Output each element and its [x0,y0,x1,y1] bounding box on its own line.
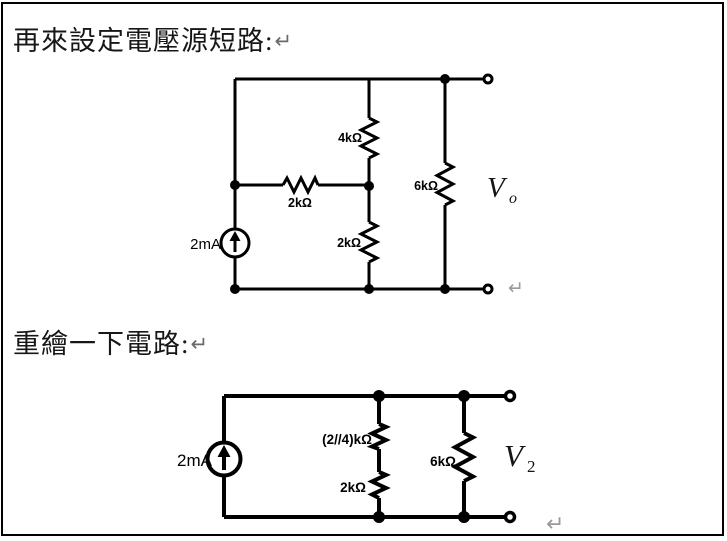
node-dot [364,181,374,191]
output-voltage-subscript: o [509,190,517,207]
output-voltage-subscript: 2 [527,457,536,476]
paragraph-mark-icon: ↵ [190,332,210,356]
resistor-2k-mid-icon [357,220,381,264]
node-dot [373,511,385,523]
resistor-2k-horizontal-icon [281,174,320,196]
heading-1-text: 再來設定電壓源短路: [13,26,274,56]
resistor-6k-label: 6kΩ [414,179,438,193]
node-dot [458,511,470,523]
resistor-6k-icon [433,161,457,207]
current-source-arrowhead-icon [229,231,241,241]
current-source-icon [205,440,243,478]
node-dot [230,284,240,294]
resistor-6k-label: 6kΩ [430,454,456,469]
resistor-parallel-icon [366,422,391,451]
resistor-4k-icon [357,116,381,160]
circuit-1-schematic: 2mA 4kΩ 2kΩ 2kΩ 6kΩ V o ↵ [190,73,524,299]
resistor-2k-icon [367,470,391,500]
paragraph-mark-icon: ↵ [274,29,294,53]
node-dot [440,74,450,84]
output-terminal-bottom [482,283,494,295]
output-voltage-label: V [487,172,508,204]
node-dot [364,284,374,294]
circuit-2-schematic: 2mA (2//4)kΩ 2kΩ 6kΩ V 2 ↵ [177,389,564,537]
output-terminal-top [482,73,494,85]
paragraph-mark-icon: ↵ [508,277,524,299]
current-source-icon [219,227,251,259]
resistor-4k-label: 4kΩ [338,131,362,145]
paragraph-text-1: 再來設定電壓源短路:↵ [13,19,293,58]
circuit-1-wires [233,77,488,291]
heading-2-text: 重繪一下電路: [13,329,190,359]
current-source-label: 2mA [177,451,213,470]
resistor-2k-mid-label: 2kΩ [337,236,361,250]
resistor-2k-label: 2kΩ [340,480,366,495]
resistor-6k-icon [450,431,478,483]
output-terminal-top [503,389,517,403]
circuit-2-wires [222,394,510,519]
node-dot [458,390,470,402]
current-source-arrowhead-icon [217,445,231,457]
paragraph-text-2: 重繪一下電路:↵ [13,322,209,361]
node-dot [230,180,240,190]
current-source-label: 2mA [190,236,221,253]
resistor-parallel-label: (2//4)kΩ [322,432,372,447]
node-dot [440,284,450,294]
output-voltage-label: V [504,438,526,473]
paragraph-mark-icon: ↵ [546,512,564,537]
resistor-2k-horizontal-label: 2kΩ [288,196,312,210]
node-dot [373,390,385,402]
output-terminal-bottom [503,510,517,524]
